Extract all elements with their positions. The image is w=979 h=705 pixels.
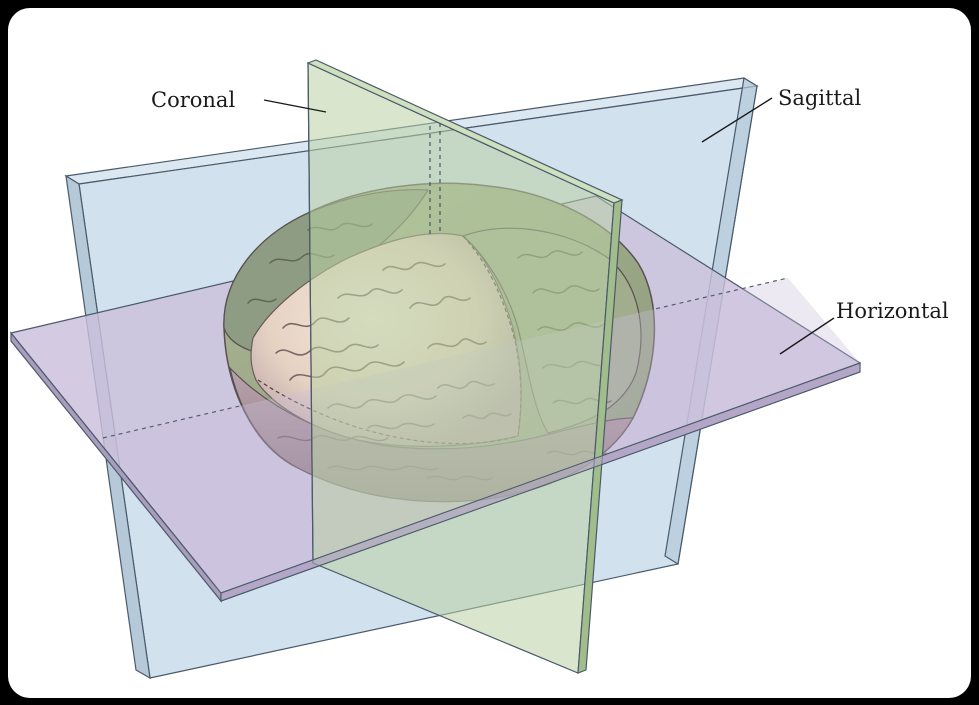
sagittal-label: Sagittal — [778, 86, 861, 110]
diagram-canvas: Coronal Sagittal Horizontal — [8, 8, 971, 698]
coronal-label: Coronal — [151, 88, 235, 112]
horizontal-label: Horizontal — [836, 299, 949, 323]
